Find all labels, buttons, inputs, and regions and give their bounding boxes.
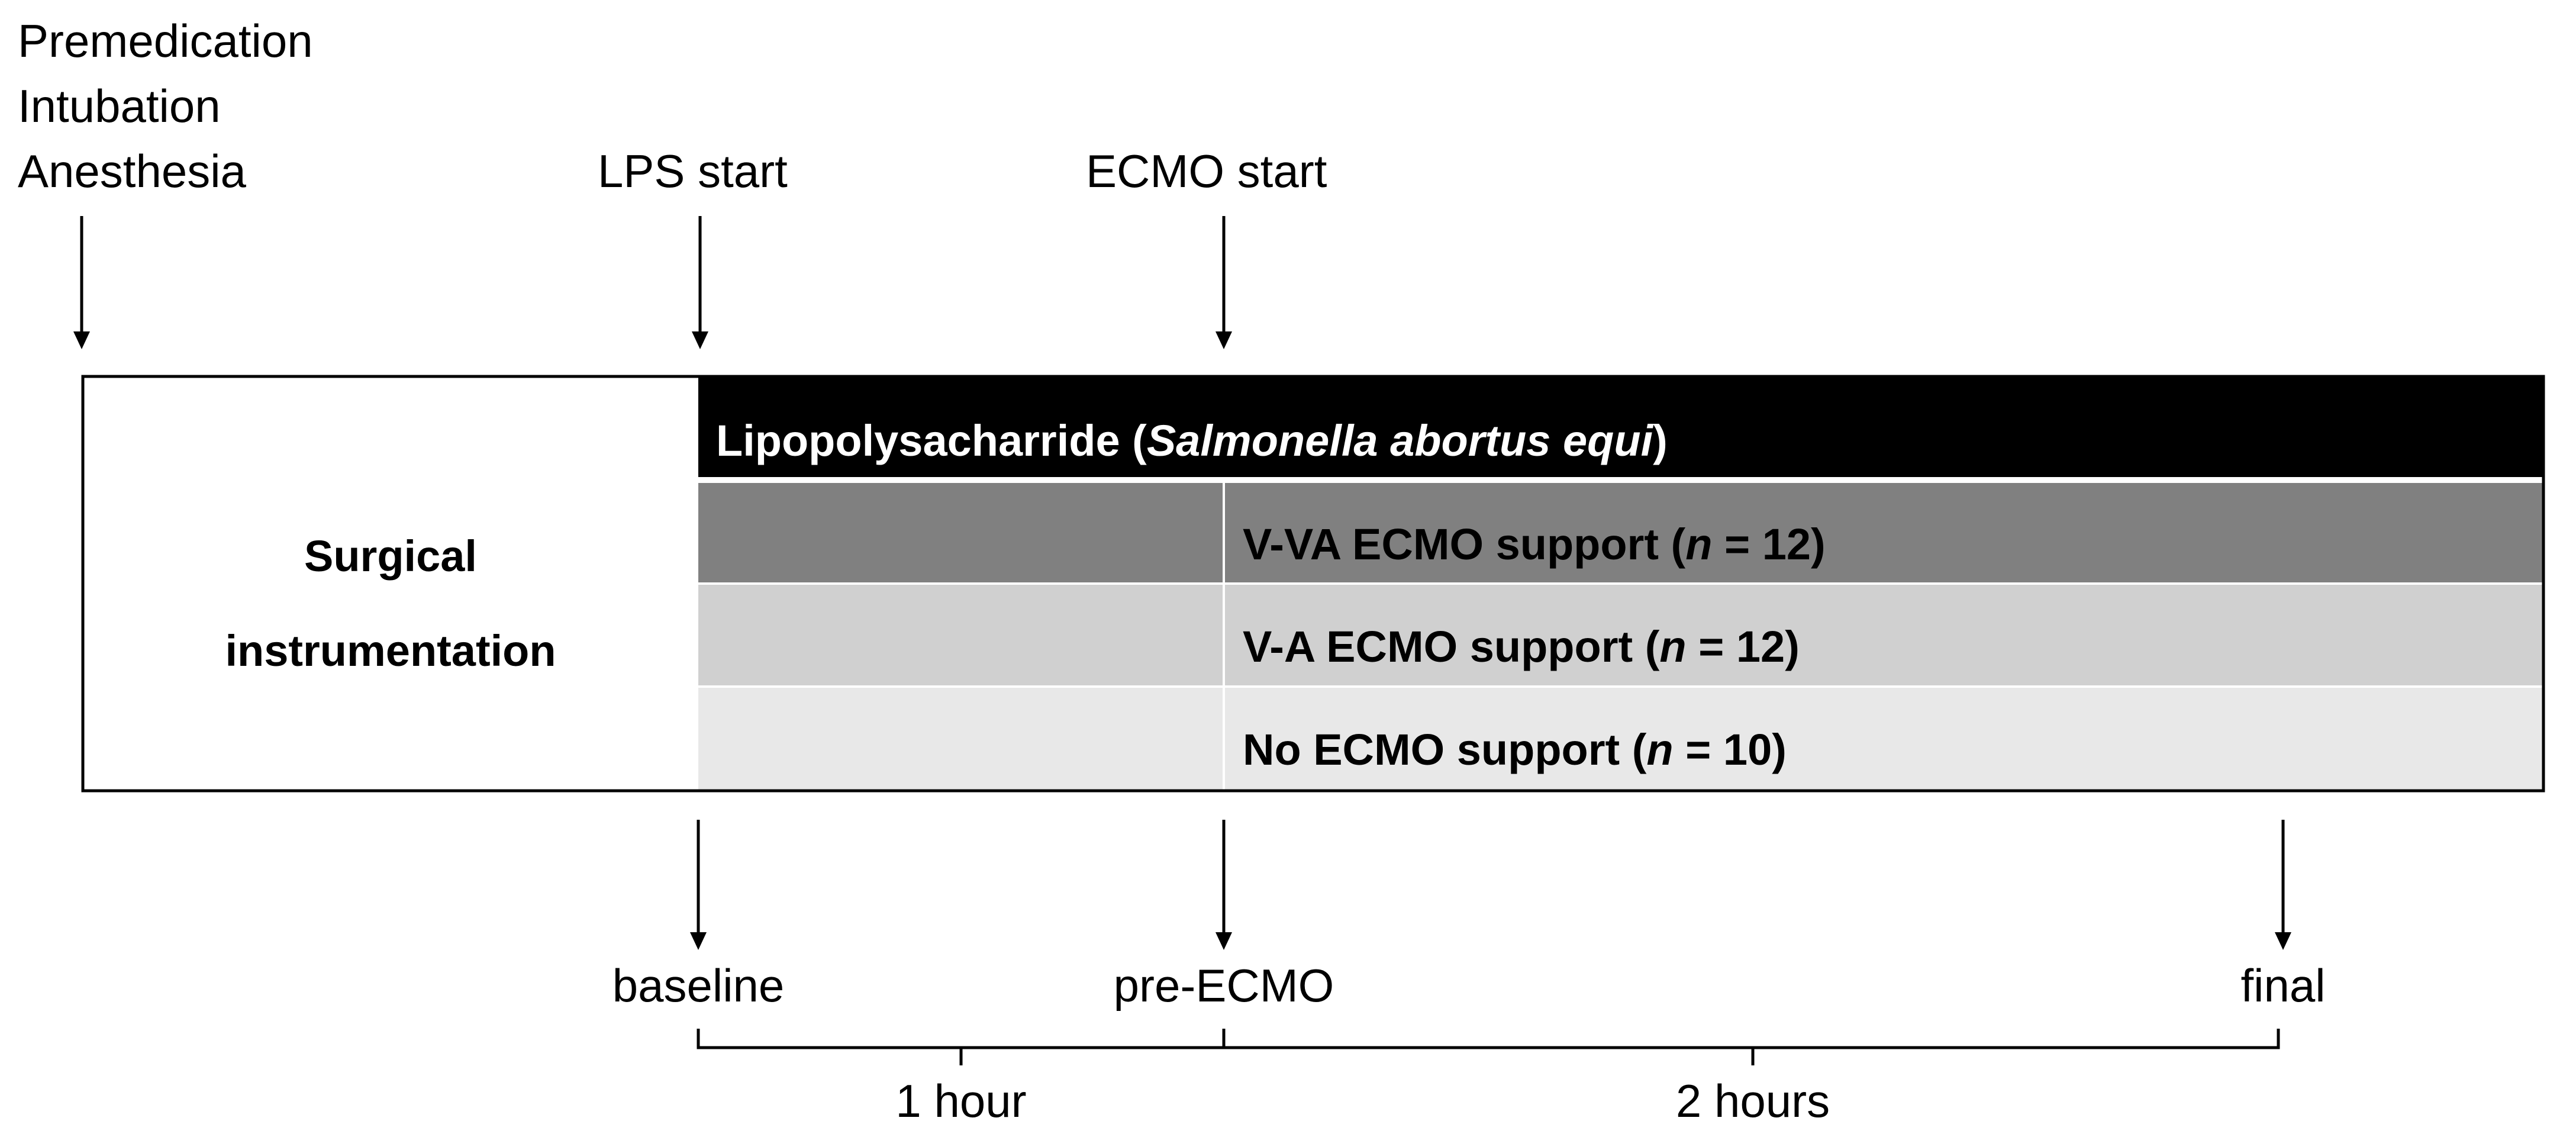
main-box-outline bbox=[81, 375, 2545, 793]
ecmo-start-label: ECMO start bbox=[1086, 145, 1327, 197]
ecmo-start-arrow bbox=[1216, 216, 1232, 349]
brace-1-hour bbox=[697, 1029, 1224, 1065]
duration-1-hour: 1 hour bbox=[895, 1075, 1027, 1127]
prep-labels: Premedication Intubation Anesthesia bbox=[18, 8, 313, 204]
final-label: final bbox=[2240, 959, 2326, 1012]
surgical-label: Surgical instrumentation bbox=[83, 509, 698, 698]
group-label-vva: V-VA ECMO support (n = 12) bbox=[1243, 520, 1826, 569]
lps-label-species: Salmonella abortus equi bbox=[1146, 416, 1653, 465]
anesthesia-label: Anesthesia bbox=[18, 145, 246, 197]
lps-label-prefix: Lipopolysacharride ( bbox=[716, 416, 1147, 465]
baseline-arrow bbox=[690, 820, 707, 950]
surgical-line-1: Surgical bbox=[304, 532, 477, 581]
surgical-line-2: instrumentation bbox=[225, 626, 556, 675]
surgical-box bbox=[83, 376, 698, 791]
final-arrow bbox=[2275, 820, 2291, 950]
lps-start-arrow bbox=[692, 216, 708, 349]
pre-ecmo-arrow bbox=[1216, 820, 1232, 950]
group-bar-vva bbox=[698, 483, 2543, 582]
intubation-label: Intubation bbox=[18, 80, 221, 132]
baseline-label: baseline bbox=[612, 959, 785, 1012]
lps-label-suffix: ) bbox=[1653, 416, 1668, 465]
premedication-label: Premedication bbox=[18, 15, 313, 67]
lps-label: Lipopolysacharride (Salmonella abortus e… bbox=[716, 414, 1668, 468]
lps-bar bbox=[698, 376, 2543, 477]
brace-2-hours bbox=[1222, 1029, 2280, 1065]
prep-arrow bbox=[73, 216, 90, 349]
group-bar-va bbox=[698, 585, 2543, 685]
group-label-va: V-A ECMO support (n = 12) bbox=[1243, 622, 1800, 671]
lps-start-label: LPS start bbox=[598, 145, 788, 197]
pre-ecmo-label: pre-ECMO bbox=[1113, 959, 1334, 1012]
group-bar-none bbox=[698, 688, 2543, 791]
duration-2-hours: 2 hours bbox=[1675, 1075, 1830, 1127]
group-label-none: No ECMO support (n = 10) bbox=[1243, 725, 1787, 774]
